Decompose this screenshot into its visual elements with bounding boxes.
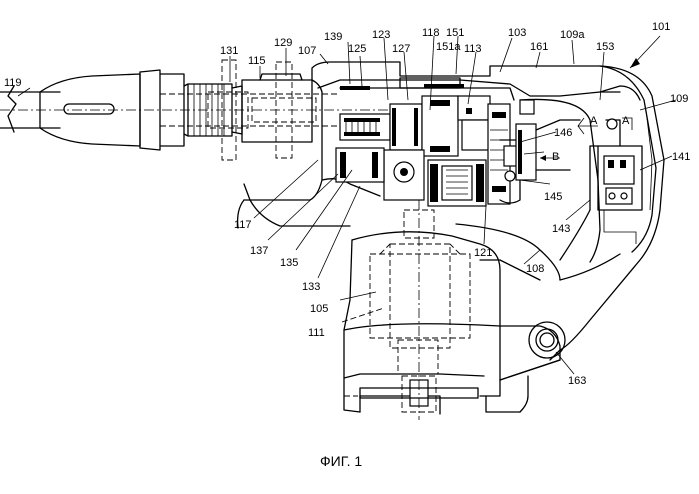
label-117: 117 bbox=[234, 219, 252, 231]
mode-switch-dial bbox=[529, 322, 565, 358]
label-151a: 151a bbox=[436, 41, 461, 53]
label-153: 153 bbox=[596, 41, 614, 53]
label-163: 163 bbox=[568, 375, 586, 387]
label-105: 105 bbox=[310, 303, 328, 315]
label-119: 119 bbox=[4, 77, 22, 89]
label-123: 123 bbox=[372, 29, 390, 41]
figure-caption: ФИГ. 1 bbox=[320, 453, 362, 469]
label-109a: 109a bbox=[560, 29, 585, 41]
label-133: 133 bbox=[302, 281, 320, 293]
label-B: B bbox=[552, 151, 559, 163]
label-125: 125 bbox=[348, 43, 366, 55]
label-101: 101 bbox=[652, 21, 670, 33]
label-143: 143 bbox=[552, 223, 570, 235]
label-127: 127 bbox=[392, 43, 410, 55]
label-135: 135 bbox=[280, 257, 298, 269]
label-146: 146 bbox=[554, 127, 572, 139]
label-121: 121 bbox=[474, 247, 492, 259]
label-115: 115 bbox=[248, 55, 266, 67]
label-129: 129 bbox=[274, 37, 292, 49]
label-137: 137 bbox=[250, 245, 268, 257]
internal-mechanism bbox=[318, 78, 652, 260]
label-141: 141 bbox=[672, 151, 690, 163]
label-118: 118 bbox=[422, 27, 440, 39]
label-111: 111 bbox=[308, 327, 325, 339]
label-108: 108 bbox=[526, 263, 544, 275]
label-139: 139 bbox=[324, 31, 342, 43]
label-103: 103 bbox=[508, 27, 526, 39]
label-A-left: A bbox=[590, 115, 598, 127]
label-161: 161 bbox=[530, 41, 548, 53]
label-109: 109 bbox=[670, 93, 688, 105]
label-131: 131 bbox=[220, 45, 238, 57]
label-145: 145 bbox=[544, 191, 562, 203]
label-113: 113 bbox=[464, 43, 482, 55]
label-151: 151 bbox=[446, 27, 464, 39]
label-107: 107 bbox=[298, 45, 316, 57]
motor bbox=[344, 200, 500, 420]
label-A-right: A bbox=[622, 115, 630, 127]
